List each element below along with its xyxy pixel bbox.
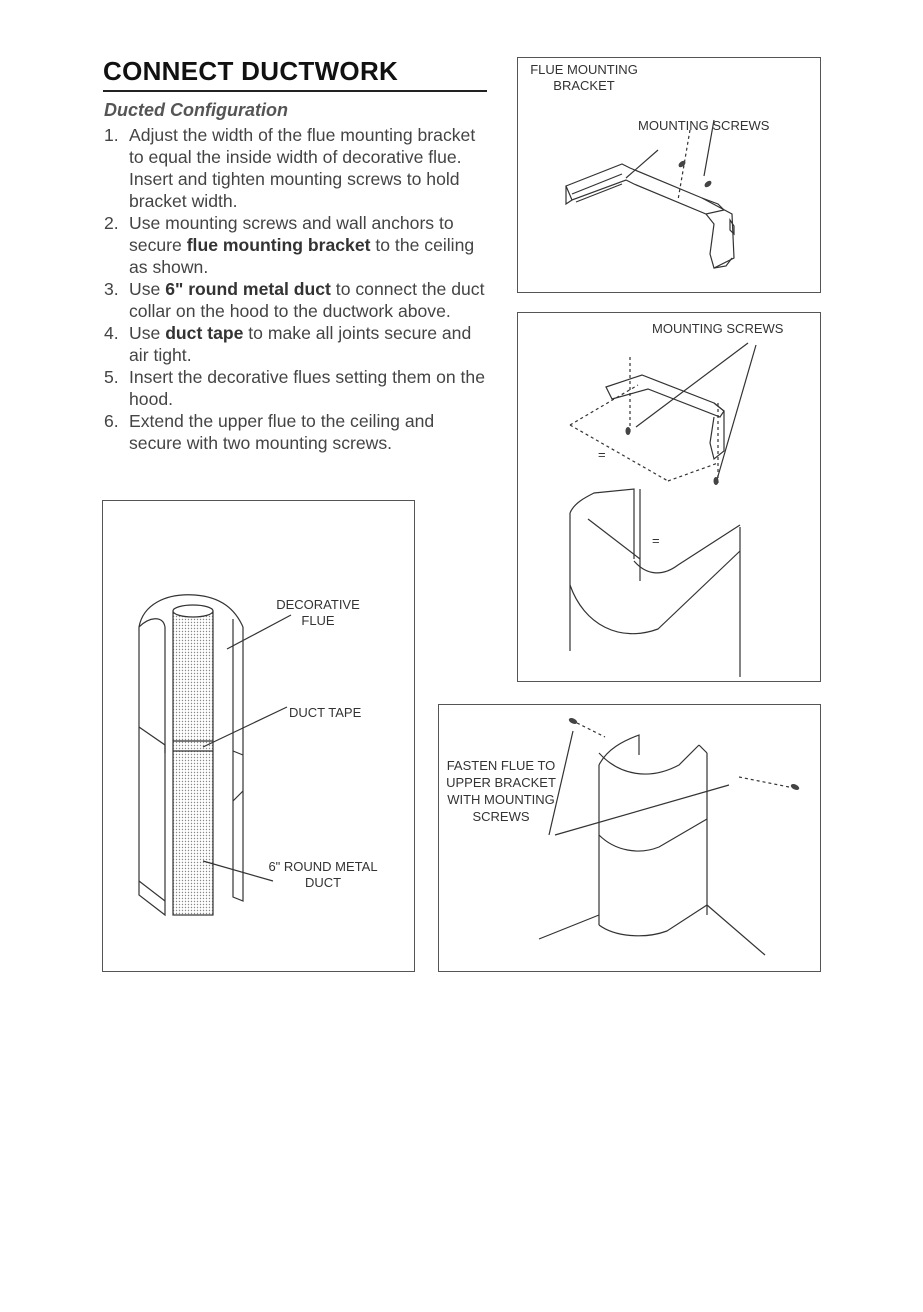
step-number: 5. xyxy=(104,367,119,387)
install-drawing xyxy=(569,342,757,677)
step-emphasis: duct tape xyxy=(165,323,244,343)
round-duct-label: 6" ROUND METAL DUCT xyxy=(268,859,378,890)
instruction-steps: 1. Adjust the width of the flue mounting … xyxy=(104,124,490,454)
install-figure: MOUNTING SCREWS = = xyxy=(517,312,821,682)
step-text: Extend the upper flue to the ceiling and… xyxy=(129,411,435,453)
equal-mark: = xyxy=(598,447,606,462)
step-text: Use mounting screws and wall anchors to … xyxy=(129,213,454,255)
decorative-flue-label: DECORATIVE FLUE xyxy=(276,597,360,628)
step-text: to connect the duct collar on the hood t… xyxy=(129,279,485,321)
install-screws-label: MOUNTING SCREWS xyxy=(652,321,784,336)
bracket-drawing xyxy=(565,119,735,269)
bracket-figure: FLUE MOUNTING BRACKET MOUNTING SCREWS xyxy=(517,57,821,293)
fasten-figure: FASTEN FLUE TO UPPER BRACKET WITH MOUNTI… xyxy=(438,704,821,972)
step-text: to make all joints secure and air tight. xyxy=(129,323,472,365)
step-number: 6. xyxy=(104,411,119,431)
step-text: Insert the decorative flues setting them… xyxy=(129,367,485,409)
flue-bracket-label: FLUE MOUNTING BRACKET xyxy=(530,62,638,93)
step-emphasis: flue mounting bracket xyxy=(186,235,371,255)
step-item: 2. Use mounting screws and wall anchors t… xyxy=(104,212,490,278)
step-number: 1. xyxy=(104,125,119,145)
step-text: to the ceiling as shown. xyxy=(129,235,475,277)
step-item: 6. Extend the upper flue to the ceiling a… xyxy=(104,410,490,454)
fasten-label: FASTEN FLUE TO UPPER BRACKET WITH MOUNTI… xyxy=(446,758,556,824)
fasten-drawing xyxy=(538,718,800,956)
step-item: 5. Insert the decorative flues setting th… xyxy=(104,366,490,410)
step-text: Adjust the width of the flue mounting br… xyxy=(129,125,476,211)
step-item: 4. Use duct tape to make all joints secur… xyxy=(104,322,490,366)
step-item: 3. Use 6" round metal duct to connect the… xyxy=(104,278,490,322)
flue-figure: DECORATIVE FLUE DUCT TAPE 6" ROUND METAL… xyxy=(102,500,415,972)
step-number: 4. xyxy=(104,323,119,343)
section-heading: CONNECT DUCTWORK xyxy=(103,56,487,92)
step-number: 3. xyxy=(104,279,119,299)
step-number: 2. xyxy=(104,213,119,233)
flue-drawing xyxy=(138,594,292,917)
step-emphasis: 6" round metal duct xyxy=(165,279,331,299)
step-text: Use xyxy=(129,323,166,343)
step-item: 1. Adjust the width of the flue mounting … xyxy=(104,124,490,212)
subheading: Ducted Configuration xyxy=(104,100,288,120)
equal-mark: = xyxy=(652,533,660,548)
step-text: Use xyxy=(129,279,166,299)
bracket-screws-label: MOUNTING SCREWS xyxy=(638,118,770,133)
duct-tape-label: DUCT TAPE xyxy=(289,705,362,720)
